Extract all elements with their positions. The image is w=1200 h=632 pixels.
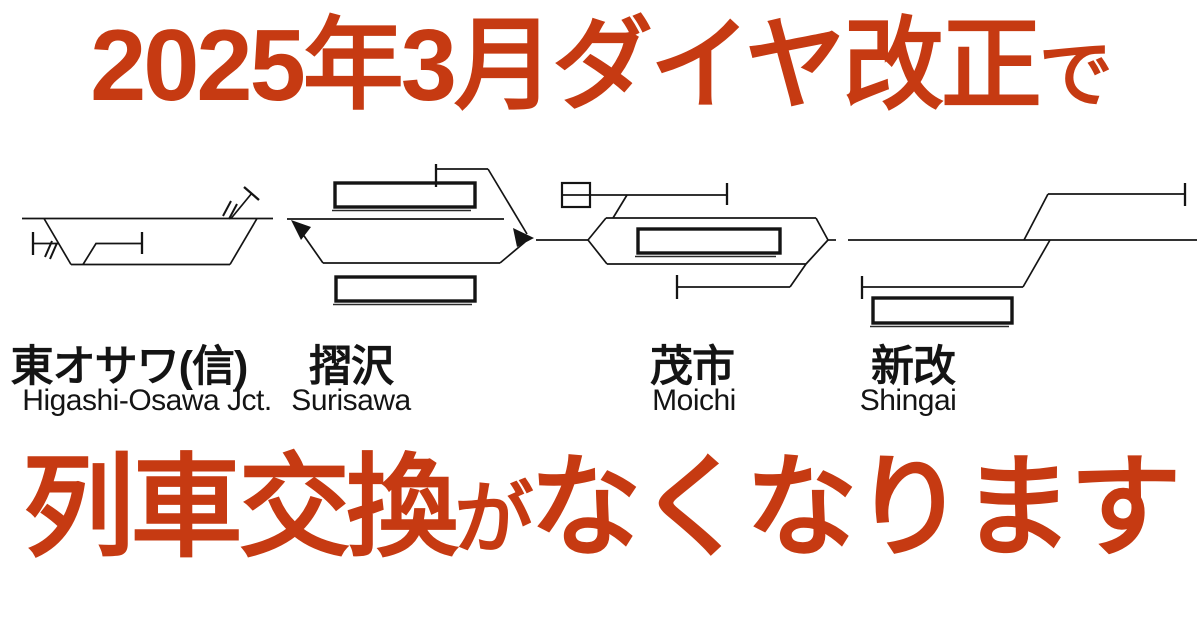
direction-arrow-right [513,228,534,247]
headline-bottom: 列車交換がなくなります [0,452,1200,564]
station-diagram-shingai [848,183,1197,328]
headline-top-particle: で [1038,33,1113,116]
removed-upper-stub [230,192,253,220]
inner-siding [82,242,142,265]
loop-left-switch [301,232,324,264]
loop-left-switch [43,218,72,265]
loop-right-switch [499,241,526,264]
station-diagram-surisawa [287,164,588,306]
siding-switch [612,194,628,219]
removal-mark [49,242,58,260]
station-label-jp-surisawa: 摺沢 [309,343,394,391]
station-label-en-higashi-osawa: Higashi-Osawa Jct. [22,384,272,417]
removal-mark [44,240,53,258]
loop-right-switch-upper [815,217,829,241]
track-end-tick [243,186,260,201]
station-label-jp-higashi-osawa: 東オサワ(信) [10,343,249,391]
upper-stub-switch [1023,193,1049,241]
station-label-jp-moichi: 茂市 [650,343,735,391]
island-platform [636,227,782,255]
station-label-en-moichi: Moichi [652,384,736,417]
lower-stub-switch [1022,239,1051,288]
lower-platform [334,275,477,303]
stub-switch [487,168,528,235]
headline-bottom-part2: なくなります [529,445,1182,570]
removal-mark [228,203,238,220]
upper-platform [333,181,477,209]
removal-mark [222,200,232,217]
loop-right-switch [229,218,258,265]
loop-left-switch-upper [587,217,607,241]
headline-top-main: 2025年3月ダイヤ改正 [90,10,1042,122]
siding-switch [789,263,807,288]
headline-bottom-particle: が [454,474,534,563]
loop-left-switch-lower [587,239,608,265]
station-diagram-moichi [560,181,836,299]
loop-right-switch-lower [805,239,829,265]
headline-top: 2025年3月ダイヤ改正で [0,16,1200,117]
headline-bottom-part1: 列車交換 [22,445,459,570]
station-label-jp-shingai: 新改 [871,343,956,391]
station-diagram-higashi-osawa [22,186,273,266]
direction-arrow-left [291,220,311,240]
station-label-en-shingai: Shingai [859,384,957,417]
side-platform [871,296,1014,325]
station-label-en-surisawa: Surisawa [291,384,411,417]
